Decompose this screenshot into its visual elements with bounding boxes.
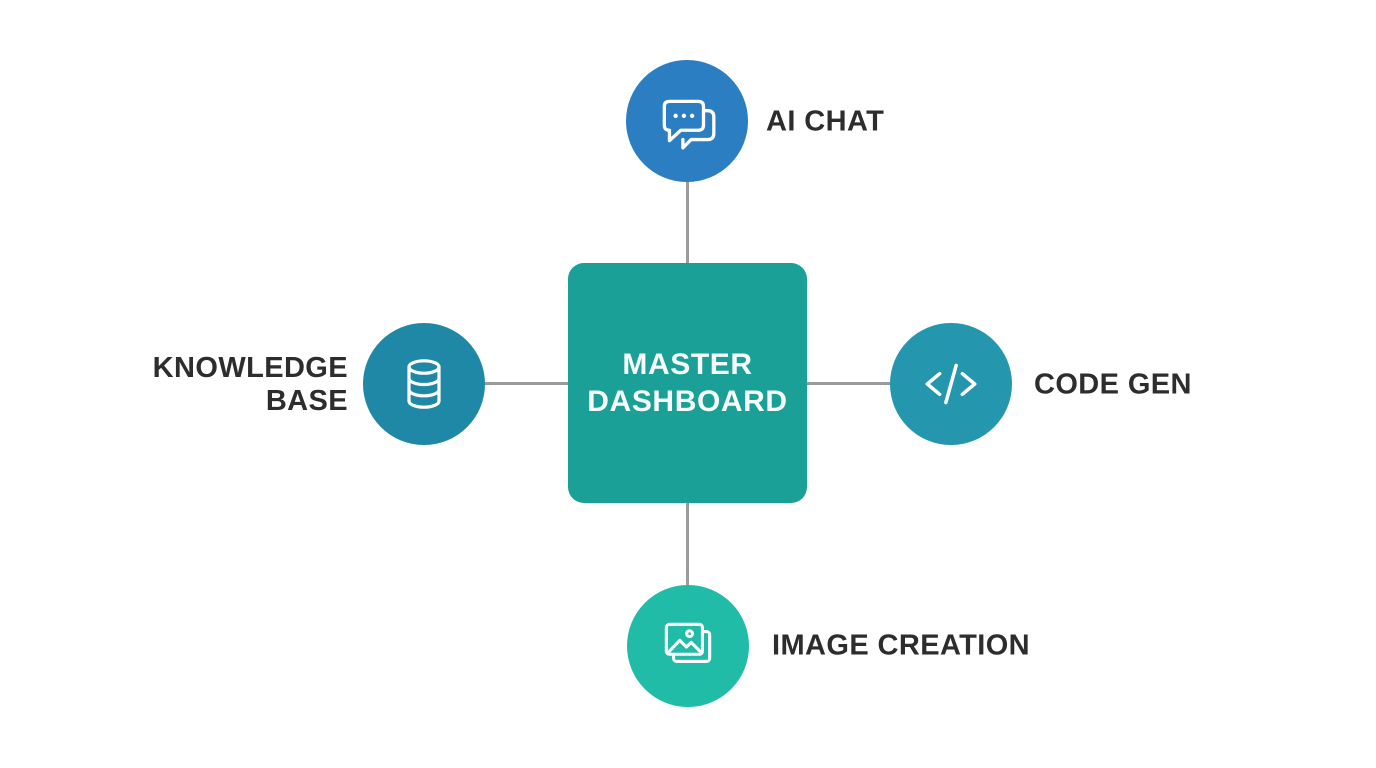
code-gen-label: CODE GEN xyxy=(1034,368,1192,401)
chat-bubbles-icon xyxy=(662,99,716,150)
code-gen-node xyxy=(890,323,1012,445)
connector-left xyxy=(482,382,570,385)
connector-bottom xyxy=(686,501,689,588)
code-icon xyxy=(925,363,977,405)
master-dashboard-node: MASTER DASHBOARD xyxy=(568,263,807,503)
knowledge-base-node xyxy=(363,323,485,445)
image-creation-label: IMAGE CREATION xyxy=(772,629,1031,662)
ai-chat-node xyxy=(626,60,748,182)
image-creation-node xyxy=(627,585,749,707)
image-icon xyxy=(664,622,712,664)
connector-right xyxy=(805,382,893,385)
database-icon xyxy=(407,359,441,409)
ai-chat-label: AI CHAT xyxy=(766,105,885,138)
knowledge-base-label: KNOWLEDGE BASE xyxy=(152,352,348,417)
connector-top xyxy=(686,178,689,266)
master-dashboard-label: MASTER DASHBOARD xyxy=(587,348,788,418)
